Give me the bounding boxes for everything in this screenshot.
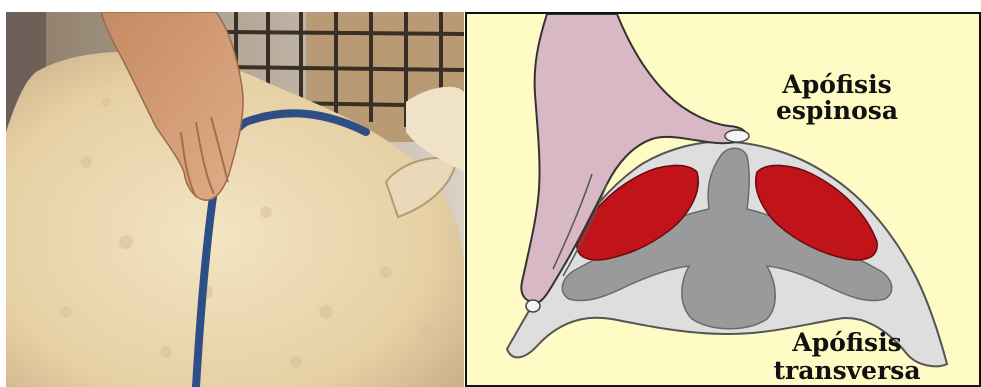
sheep-photo-art (6, 12, 464, 387)
fingertip-bottom (526, 300, 540, 312)
spinous-process-label-line1: Apófisis (757, 72, 917, 97)
transverse-process-label-line1: Apófisis (767, 330, 927, 355)
sheep-photo (6, 12, 464, 387)
fingertip-top (725, 130, 749, 142)
spinous-process-label-line2: espinosa (757, 98, 917, 123)
spine-cross-section-diagram: Apófisis espinosa Apófisis transversa (465, 12, 981, 387)
transverse-process-label-line2: transversa (767, 358, 927, 383)
